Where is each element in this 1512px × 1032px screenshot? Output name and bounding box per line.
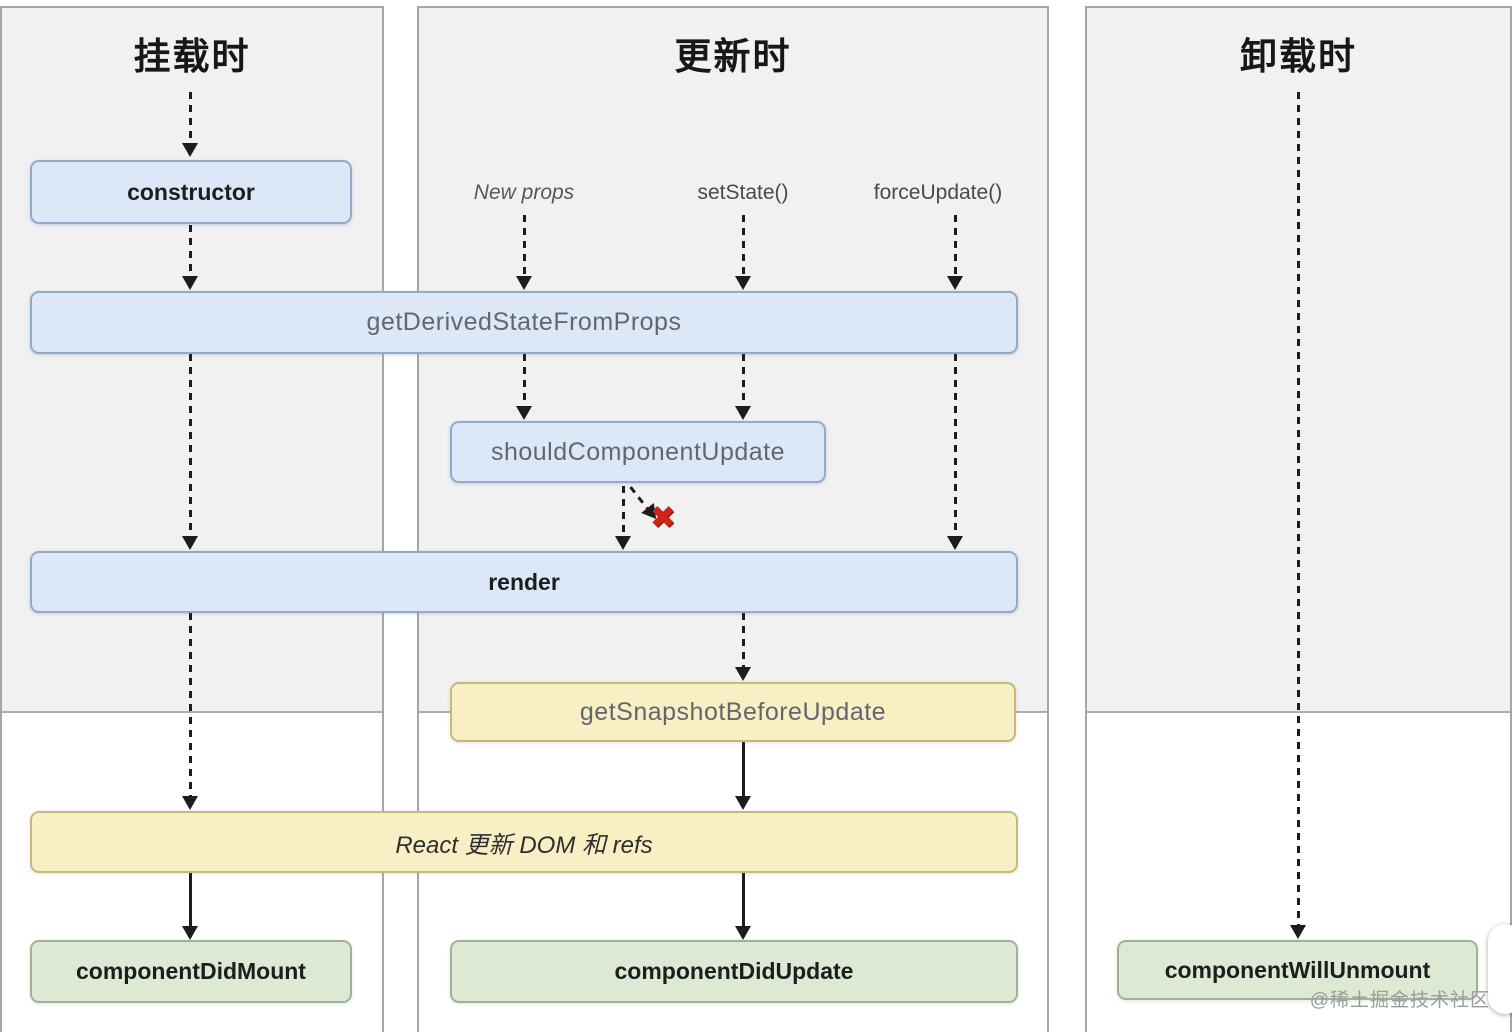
arrow-reactdom-to-didupdate — [741, 873, 745, 937]
node-should-update-label: shouldComponentUpdate — [490, 437, 786, 466]
node-will-unmount-label: componentWillUnmount — [1164, 956, 1431, 983]
stop-x-icon: ✖ — [650, 500, 676, 535]
trigger-new-props: New props — [473, 181, 575, 204]
node-get-derived-label: getDerivedStateFromProps — [366, 308, 682, 336]
node-get-snapshot-label: getSnapshotBeforeUpdate — [579, 697, 887, 726]
arrow-reactdom-to-didmount — [188, 873, 192, 937]
node-should-component-update: shouldComponentUpdate — [450, 421, 826, 483]
node-component-did-update: componentDidUpdate — [450, 940, 1018, 1003]
column-title-mounting: 挂载时 — [133, 36, 251, 77]
arrow-getderived-to-shouldupdate-right — [741, 354, 745, 417]
arrow-getderived-to-render-mount — [188, 354, 192, 547]
node-render-label: render — [488, 568, 560, 595]
node-render: render — [30, 551, 1018, 613]
arrow-getsnapshot-to-reactdom — [741, 742, 745, 807]
node-react-updates-dom: React 更新 DOM 和 refs — [30, 811, 1018, 873]
column-title-updating: 更新时 — [674, 36, 792, 77]
arrow-render-to-reactdom-mount — [188, 613, 192, 807]
node-get-snapshot-before-update: getSnapshotBeforeUpdate — [450, 682, 1016, 742]
node-constructor: constructor — [30, 160, 352, 224]
node-constructor-label: constructor — [127, 178, 255, 205]
column-title-unmounting: 卸载时 — [1240, 36, 1357, 77]
node-component-did-mount: componentDidMount — [30, 940, 352, 1003]
node-did-mount-label: componentDidMount — [76, 958, 306, 984]
arrow-unmount-title-to-willunmount — [1296, 92, 1300, 936]
watermark-text: @稀土掘金技术社区 — [1309, 990, 1490, 1011]
arrow-mount-title-to-constructor — [188, 92, 192, 154]
arrow-forceupdate-to-render — [953, 354, 957, 547]
node-component-will-unmount: componentWillUnmount — [1117, 940, 1478, 1000]
arrow-getderived-to-shouldupdate-left — [522, 354, 526, 417]
node-react-updates-label: React 更新 DOM 和 refs — [395, 831, 653, 859]
scrollbar-thumb[interactable] — [1488, 924, 1512, 1014]
node-get-derived-state-from-props: getDerivedStateFromProps — [30, 291, 1018, 354]
arrow-constructor-to-getderived — [188, 225, 192, 287]
arrow-forceupdate-to-getderived — [953, 215, 957, 287]
trigger-set-state: setState() — [697, 181, 789, 204]
node-did-update-label: componentDidUpdate — [614, 958, 854, 984]
arrow-setstate-to-getderived — [741, 215, 745, 287]
arrow-newprops-to-getderived — [522, 215, 526, 287]
arrow-render-to-getsnapshot — [741, 613, 745, 678]
trigger-force-update: forceUpdate() — [873, 181, 1003, 204]
arrow-shouldupdate-to-render — [621, 486, 625, 547]
